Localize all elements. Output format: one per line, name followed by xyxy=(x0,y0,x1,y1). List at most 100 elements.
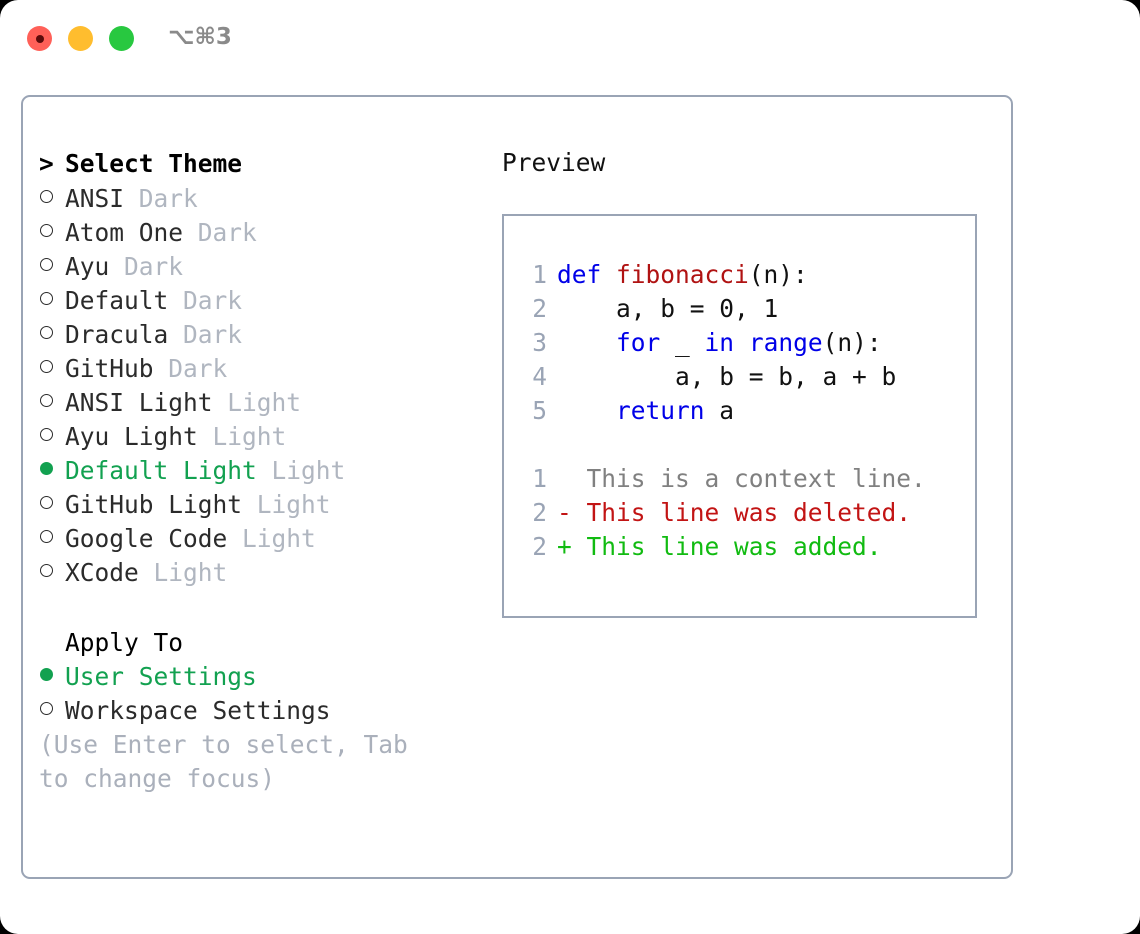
code-token: a, b = 0, 1 xyxy=(557,294,779,323)
code-token: (n): xyxy=(822,328,882,357)
theme-list-item[interactable]: ANSI Light Light xyxy=(39,386,479,420)
theme-list-item[interactable]: Default Light Light xyxy=(39,454,479,488)
theme-list-item[interactable]: GitHub Light Light xyxy=(39,488,479,522)
section-spacer xyxy=(39,590,479,626)
code-token: range xyxy=(748,328,823,357)
code-token xyxy=(557,394,616,428)
theme-list-item[interactable]: Ayu Light Light xyxy=(39,420,479,454)
radio-dot xyxy=(40,462,53,475)
theme-variant-label: Dark xyxy=(124,252,184,281)
radio-dot xyxy=(40,360,53,373)
code-line: 4 a, b = b, a + b xyxy=(517,360,926,394)
theme-name: GitHub Light xyxy=(65,490,243,519)
theme-list-item[interactable]: Ayu Dark xyxy=(39,250,479,284)
diff-block: 1 This is a context line.2- This line wa… xyxy=(517,462,926,564)
minimize-button[interactable] xyxy=(68,26,93,51)
code-line: 2 a, b = 0, 1 xyxy=(517,292,926,326)
theme-name: XCode xyxy=(65,558,139,587)
code-line: 3 for _ in range(n): xyxy=(517,326,926,360)
theme-list-item[interactable]: XCode Light xyxy=(39,556,479,590)
radio-dot xyxy=(40,428,53,441)
code-token: def xyxy=(557,260,617,289)
radio-dot xyxy=(40,394,53,407)
apply-to-option[interactable]: Workspace Settings xyxy=(39,694,479,728)
theme-variant-label: Dark xyxy=(183,320,243,349)
theme-variant-label: Light xyxy=(271,456,346,485)
apply-to-label: Workspace Settings xyxy=(65,696,331,725)
code-token: return xyxy=(616,396,705,425)
window-controls xyxy=(27,26,134,51)
apply-to-option[interactable]: User Settings xyxy=(39,660,479,694)
theme-name: Ayu xyxy=(65,252,110,281)
line-number: 2 xyxy=(532,532,547,561)
preview-title: Preview xyxy=(502,148,606,177)
theme-name: Default Light xyxy=(65,456,257,485)
radio-dot xyxy=(40,258,53,271)
theme-name: Google Code xyxy=(65,524,228,553)
theme-list-item[interactable]: Google Code Light xyxy=(39,522,479,556)
radio-dot xyxy=(40,190,53,203)
theme-variant-label: Light xyxy=(227,388,302,417)
line-number: 2 xyxy=(532,294,547,323)
theme-list-item[interactable]: Default Dark xyxy=(39,284,479,318)
theme-list-item[interactable]: Atom One Dark xyxy=(39,216,479,250)
radio-dot xyxy=(40,668,53,681)
radio-dot xyxy=(40,702,53,715)
code-token: a xyxy=(704,396,735,425)
theme-list-item[interactable]: GitHub Dark xyxy=(39,352,479,386)
theme-variant-label: Dark xyxy=(168,354,228,383)
theme-list-item[interactable]: Dracula Dark xyxy=(39,318,479,352)
code-token: _ xyxy=(660,328,705,357)
theme-name: Default xyxy=(65,286,169,315)
theme-name: Ayu Light xyxy=(65,422,198,451)
apply-to-header: Apply To xyxy=(39,626,479,660)
diff-text: This is a context line. xyxy=(586,464,926,493)
line-number: 1 xyxy=(532,260,547,289)
code-token xyxy=(734,326,749,360)
diff-line: 2- This line was deleted. xyxy=(517,496,926,530)
theme-name: ANSI xyxy=(65,184,125,213)
line-number: 5 xyxy=(532,396,547,425)
radio-dot xyxy=(40,224,53,237)
line-number: 4 xyxy=(532,362,547,391)
theme-variant-label: Light xyxy=(153,558,228,587)
radio-dot xyxy=(40,564,53,577)
diff-marker: + xyxy=(557,532,587,561)
apply-to-title: Apply To xyxy=(65,628,184,657)
radio-dot xyxy=(40,496,53,509)
diff-marker: - xyxy=(557,498,587,527)
keyboard-shortcut-label: ⌥⌘3 xyxy=(168,24,232,50)
code-diff-spacer xyxy=(517,428,926,462)
code-token: for xyxy=(616,328,661,357)
theme-variant-label: Light xyxy=(212,422,287,451)
radio-dot xyxy=(40,530,53,543)
maximize-button[interactable] xyxy=(109,26,134,51)
theme-list-item[interactable]: ANSI Dark xyxy=(39,182,479,216)
code-token: in xyxy=(704,328,735,357)
theme-name: GitHub xyxy=(65,354,154,383)
theme-variant-label: Dark xyxy=(197,218,257,247)
theme-variant-label: Dark xyxy=(183,286,243,315)
code-line: 5 return a xyxy=(517,394,926,428)
theme-variant-label: Light xyxy=(242,524,316,553)
diff-line: 2+ This line was added. xyxy=(517,530,926,564)
close-button[interactable] xyxy=(27,26,52,51)
apply-to-label: User Settings xyxy=(65,662,257,691)
diff-line: 1 This is a context line. xyxy=(517,462,926,496)
code-token: a, b = b, a + b xyxy=(557,362,897,391)
radio-dot xyxy=(40,292,53,305)
help-text: (Use Enter to select, Tab to change focu… xyxy=(39,730,423,793)
select-theme-header: > Select Theme xyxy=(39,146,479,182)
line-number: 1 xyxy=(532,464,547,493)
title-bar: ⌥⌘3 xyxy=(0,0,1140,76)
diff-text: This line was deleted. xyxy=(586,498,912,527)
